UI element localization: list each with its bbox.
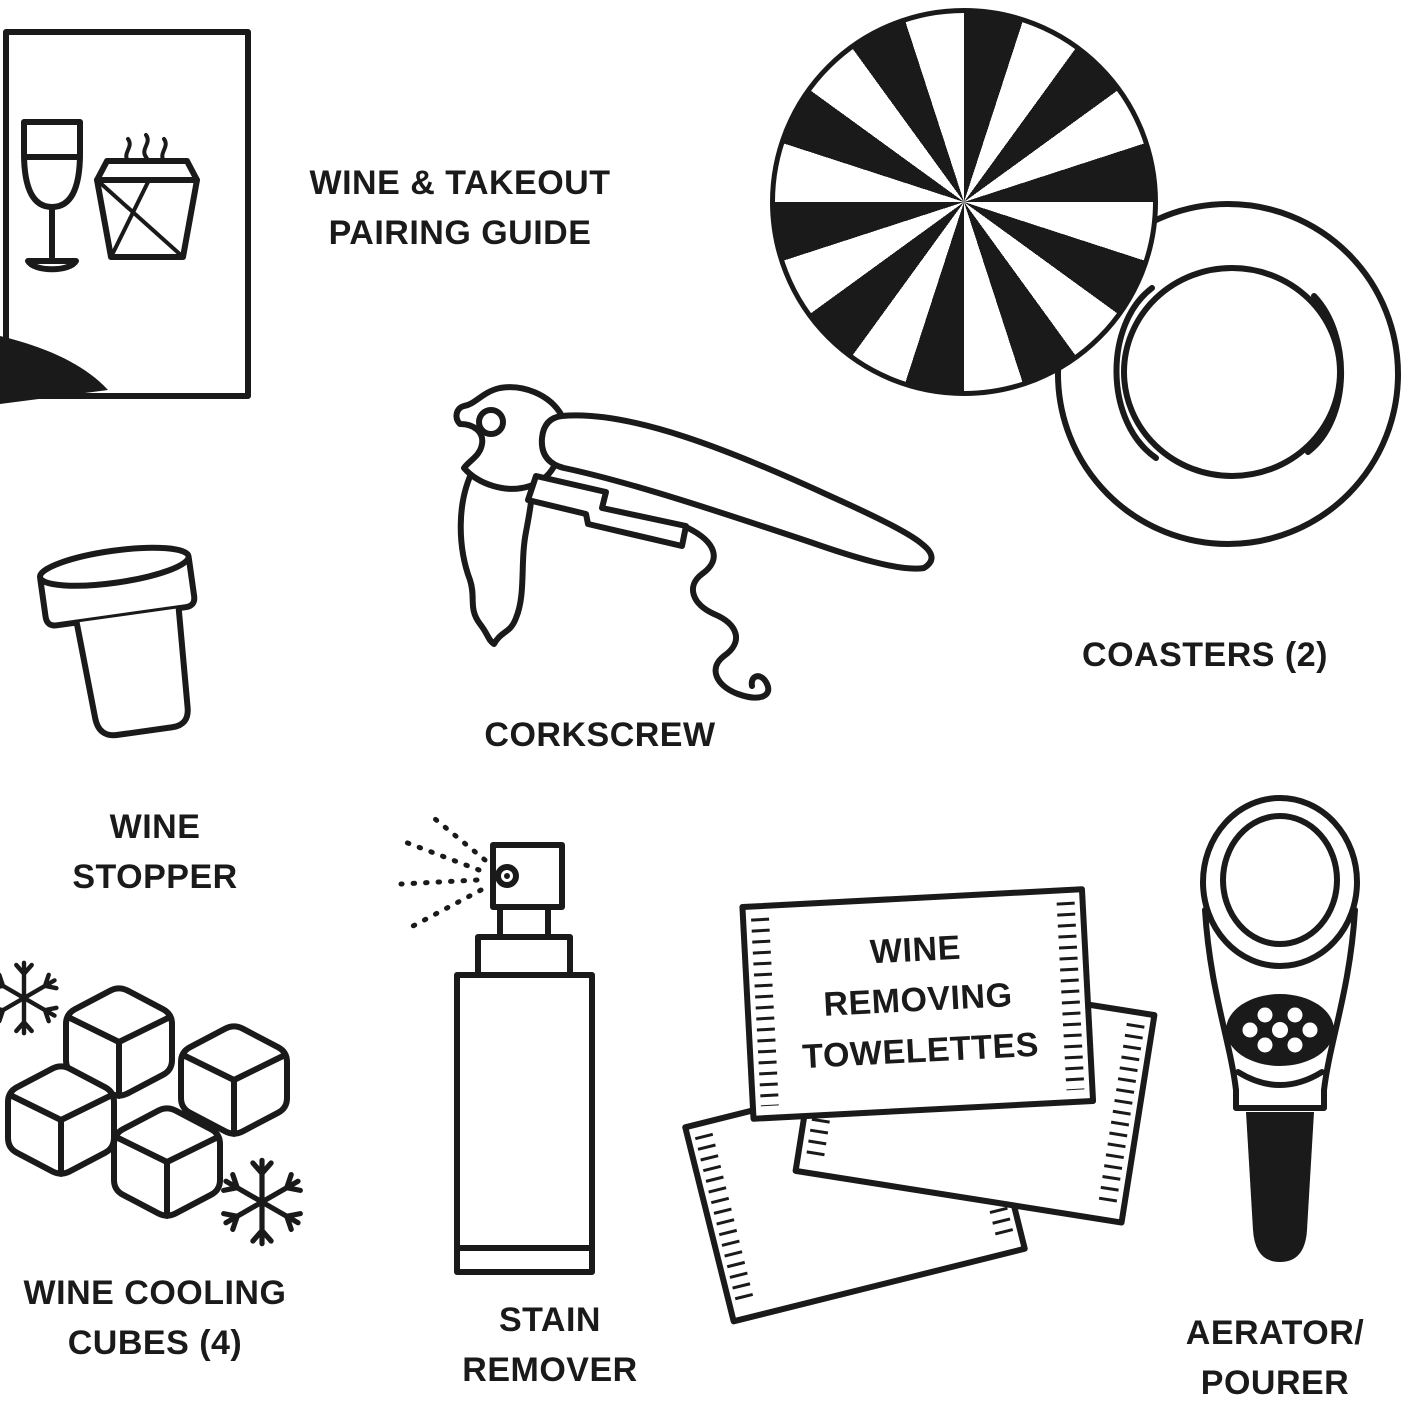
spray-stem [497, 904, 551, 940]
spray-bottle-body [454, 972, 595, 1275]
snowflake-icon [221, 1160, 302, 1243]
corkscrew-lever [525, 473, 689, 549]
coaster-outline [1055, 201, 1401, 547]
coaster-ring-stain [1055, 201, 1401, 547]
pairing-guide-illustration [0, 29, 251, 404]
wine-ring-stain-icon [1113, 265, 1344, 479]
snowflake-icon [0, 963, 58, 1033]
cooling-cube [114, 1108, 220, 1216]
stain-remover-label: STAIN REMOVER [462, 1301, 638, 1390]
stopper-body [73, 605, 191, 739]
spray-collar [475, 934, 573, 978]
towelettes-illustration [682, 886, 1158, 1325]
aerator-illustration [1200, 795, 1360, 1262]
coaster-pinwheel [770, 8, 1158, 396]
spray-dots-icon [398, 811, 488, 929]
wine-stopper-illustration [36, 544, 198, 739]
aerator-cup-rim [1235, 1069, 1325, 1088]
cooling-cube [181, 1026, 287, 1134]
wine-stopper-label: WINE STOPPER [72, 808, 238, 897]
aerator-hole-plate [1226, 994, 1334, 1066]
corkscrew-worm [685, 525, 772, 701]
cooling-cube [8, 1066, 114, 1174]
cooling-cubes-illustration [0, 958, 322, 1266]
aerator-cork [1246, 1112, 1314, 1262]
takeout-box-icon [94, 158, 200, 260]
towelette-packet-front [739, 886, 1097, 1122]
corkscrew-handle [538, 412, 935, 572]
cooling-cubes-label: WINE COOLING CUBES (4) [23, 1274, 287, 1363]
corkscrew-pivot-hole [476, 407, 506, 437]
pairing-guide-label: WINE & TAKEOUT PAIRING GUIDE [309, 164, 611, 253]
stain-remover-illustration [398, 811, 595, 1275]
coasters-label: COASTERS (2) [1082, 636, 1328, 674]
stopper-cap-top [36, 544, 192, 589]
corkscrew-illustration [453, 384, 935, 701]
aerator-ring-inner [1220, 813, 1340, 947]
wine-glass-icon [21, 119, 83, 273]
page-curl-swoosh [0, 336, 108, 404]
corkscrew-label: CORKSCREW [484, 716, 716, 754]
corkscrew-blade [457, 465, 535, 647]
aerator-label: AERATOR/ POURER [1185, 1314, 1365, 1403]
towelettes-label: WINE REMOVING TOWELETTES [801, 928, 1040, 1076]
